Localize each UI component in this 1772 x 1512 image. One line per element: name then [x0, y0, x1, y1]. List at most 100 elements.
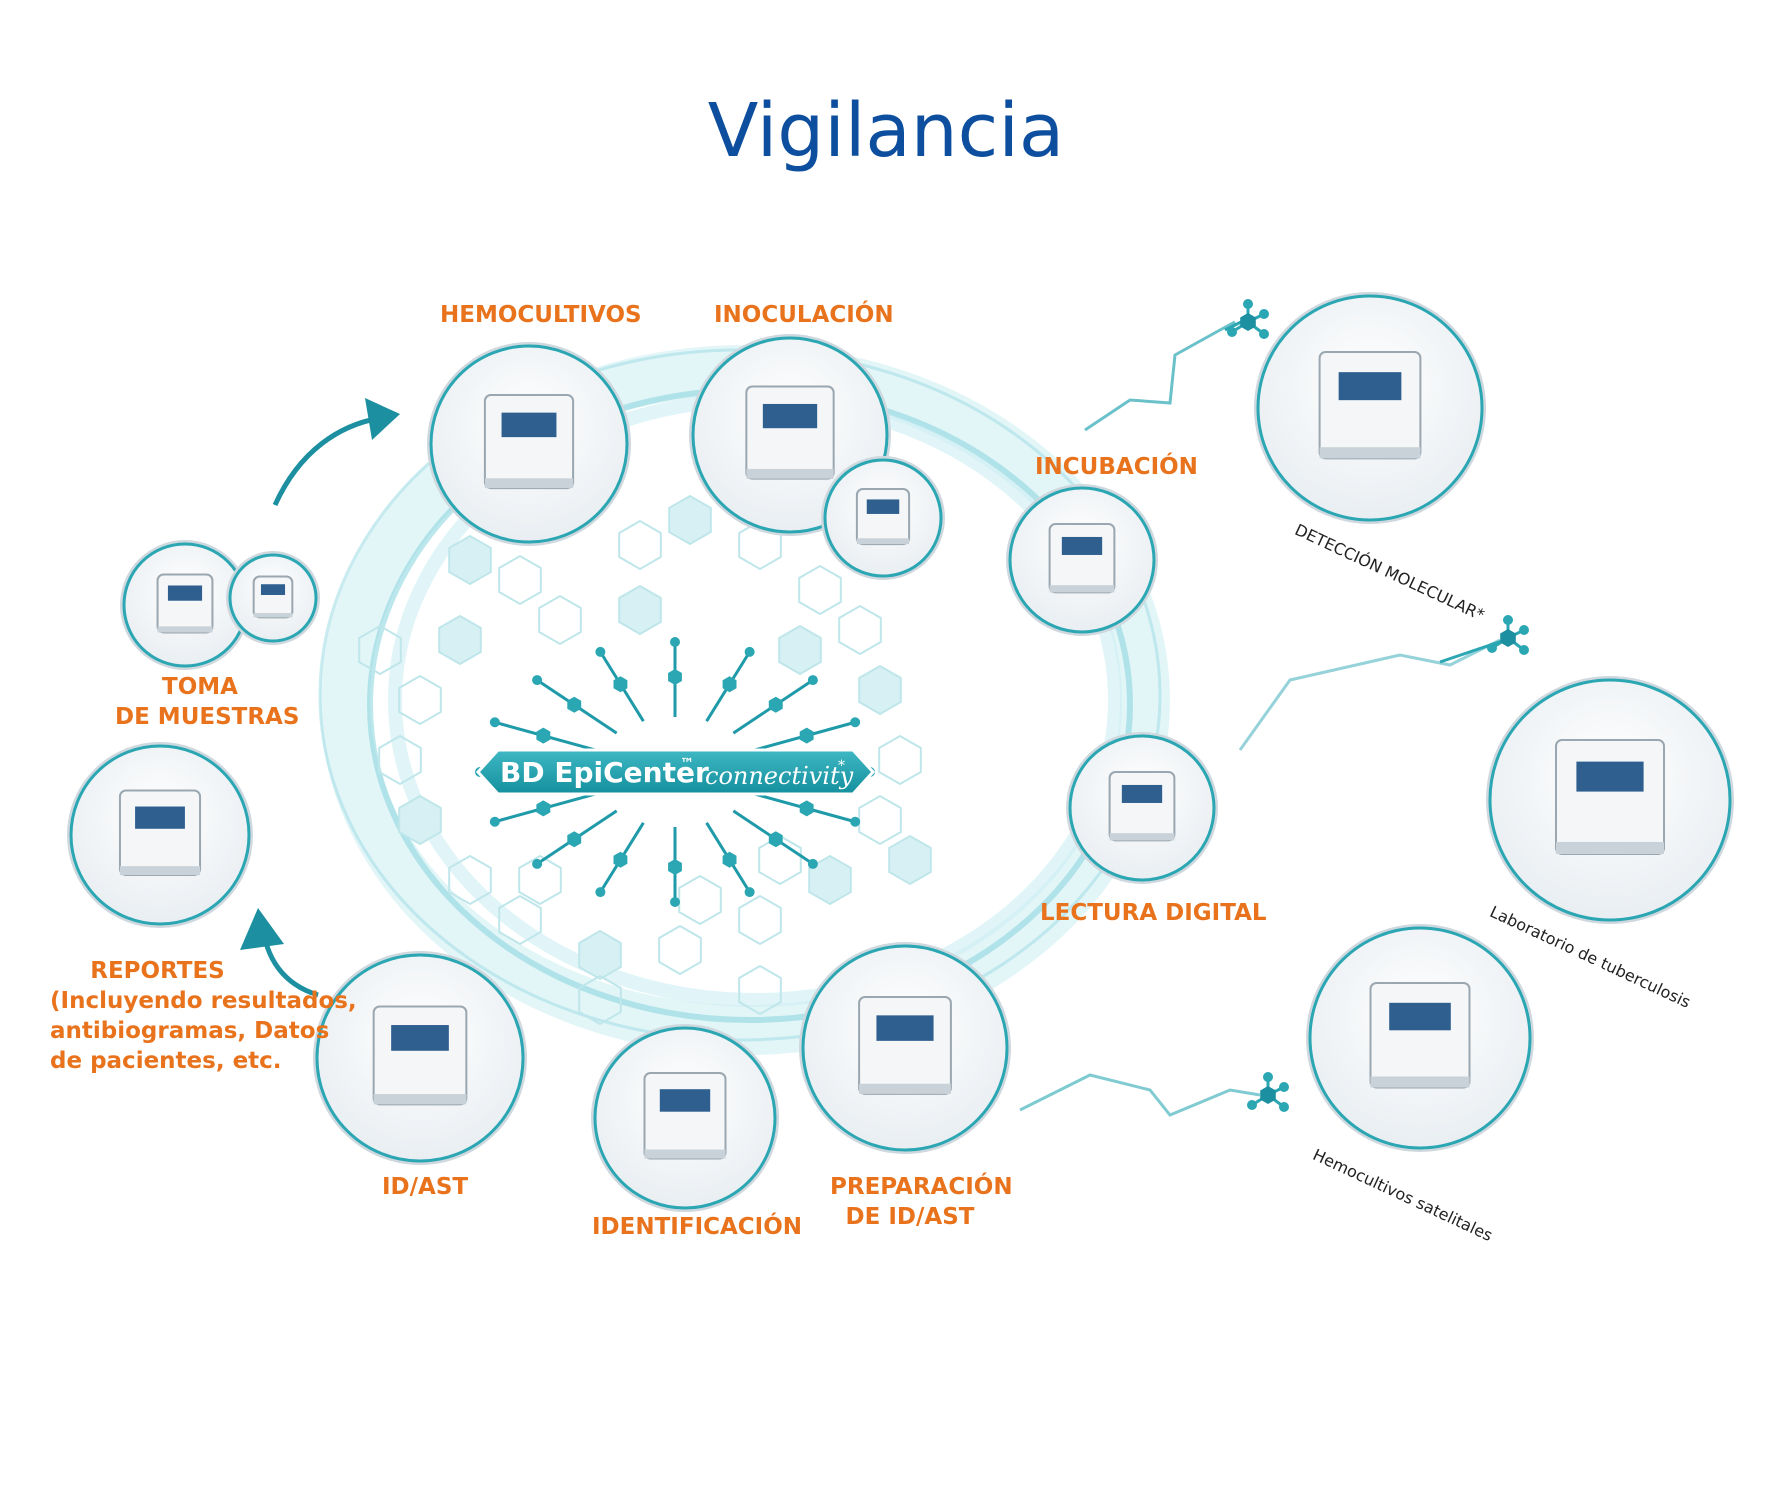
hexagon-shape — [618, 519, 662, 571]
label-toma-de-muestras: TOMA DE MUESTRAS — [115, 672, 300, 732]
satellite-links — [1019, 318, 1506, 1117]
label-lectura-digital: LECTURA DIGITAL — [1040, 900, 1267, 926]
hexagon-shape — [358, 624, 402, 676]
burst-dot — [489, 816, 500, 827]
hexagon-shape — [518, 854, 562, 906]
arrow-to-hemocultivos — [272, 415, 381, 507]
molecule-icons — [1227, 299, 1529, 1112]
burst-dot — [595, 887, 606, 898]
burst-node — [567, 831, 582, 848]
label-identificacion: IDENTIFICACIÓN — [592, 1214, 803, 1240]
hexagon-shape — [888, 834, 932, 886]
burst-dot — [670, 897, 680, 907]
hexagon-shape — [578, 974, 622, 1026]
circle-inoculacion-inset — [821, 456, 945, 580]
hexagon-shape — [378, 734, 422, 786]
burst-node — [567, 696, 582, 713]
hexagon-shape — [738, 894, 782, 946]
burst-dot — [595, 646, 606, 657]
circle-preparacion — [799, 942, 1011, 1154]
hexagon-shape — [448, 854, 492, 906]
hexagon-shape — [808, 854, 852, 906]
label-inoculacion: INOCULACIÓN — [714, 302, 894, 328]
label-reportes-note-3: de pacientes, etc. — [50, 1048, 282, 1074]
molecule-icon — [1227, 299, 1269, 339]
hexagon-shape — [498, 894, 542, 946]
hexagon-shape — [758, 834, 802, 886]
burst-dot — [489, 717, 500, 728]
circle-incubacion — [1006, 484, 1158, 636]
hexagon-shape — [678, 874, 722, 926]
burst-node — [613, 676, 628, 693]
label-reportes: REPORTES (Incluyendo resultados, antibio… — [50, 956, 357, 1076]
hexagon-shape — [738, 964, 782, 1016]
molecule-icon — [1247, 1072, 1289, 1112]
page-title: Vigilancia — [707, 88, 1065, 174]
label-hemocultivos: HEMOCULTIVOS — [440, 302, 642, 328]
hexagon-network — [358, 494, 932, 1026]
burst-node — [768, 696, 783, 713]
burst-node — [799, 727, 814, 744]
burst-node — [722, 851, 737, 868]
burst-node — [613, 851, 628, 868]
hexagon-shape — [398, 674, 442, 726]
circle-identificacion — [591, 1024, 779, 1212]
circle-id-ast — [313, 951, 527, 1165]
hexagon-shape — [578, 929, 622, 981]
hexagon-shape — [858, 794, 902, 846]
hub-tm: ™ — [680, 756, 694, 772]
burst-node — [722, 676, 737, 693]
burst-dot — [744, 646, 755, 657]
label-id-ast: ID/AST — [382, 1174, 469, 1200]
burst-node — [668, 859, 682, 875]
burst-dot — [807, 858, 818, 869]
arrowhead-icon — [365, 398, 400, 440]
hexagon-shape — [778, 624, 822, 676]
hexagon-shape — [668, 494, 712, 546]
burst-node — [536, 727, 551, 744]
hub-name: BD EpiCenter — [500, 756, 709, 789]
burst-dot — [532, 675, 543, 686]
burst-dot — [850, 816, 861, 827]
molecule-icon — [1487, 615, 1529, 655]
burst-dot — [532, 858, 543, 869]
burst-dot — [744, 887, 755, 898]
circle-hemocultivos — [427, 342, 631, 546]
hexagon-shape — [448, 534, 492, 586]
burst-node — [799, 800, 814, 817]
label-reportes-note-1: (Incluyendo resultados, — [50, 988, 357, 1014]
burst-node — [536, 800, 551, 817]
hexagon-shape — [658, 924, 702, 976]
label-preparacion-line2: DE ID/AST — [845, 1204, 975, 1230]
burst-node — [768, 831, 783, 848]
hexagon-shape — [878, 734, 922, 786]
burst-dot — [807, 675, 818, 686]
label-preparacion-line1: PREPARACIÓN — [830, 1174, 1013, 1200]
circle-reportes — [67, 742, 253, 928]
label-toma-line1: TOMA — [162, 674, 238, 700]
hexagon-shape — [398, 794, 442, 846]
circle-tuberculosis — [1486, 676, 1734, 924]
hexagon-shape — [838, 604, 882, 656]
hub-tagline: connectivity — [705, 762, 854, 790]
hexagon-shape — [498, 554, 542, 606]
hexagon-shape — [538, 594, 582, 646]
burst-node — [668, 669, 682, 685]
label-toma-line2: DE MUESTRAS — [115, 704, 300, 730]
hexagon-shape — [618, 584, 662, 636]
arrowhead-icon — [240, 908, 284, 950]
circle-toma-de-muestras — [120, 540, 250, 670]
label-reportes-note-2: antibiogramas, Datos — [50, 1018, 330, 1044]
epicenter-hub: BD EpiCenter ™ connectivity * — [475, 748, 876, 796]
circle-deteccion-molecular — [1254, 292, 1486, 524]
burst-dot — [670, 637, 680, 647]
circle-toma-inset — [226, 551, 320, 645]
hub-star: * — [838, 758, 845, 774]
hexagon-shape — [858, 664, 902, 716]
label-reportes-title: REPORTES — [90, 958, 225, 984]
hexagon-shape — [798, 564, 842, 616]
label-incubacion: INCUBACIÓN — [1035, 454, 1198, 480]
circle-hemocultivos-satelitales — [1306, 924, 1534, 1152]
label-preparacion: PREPARACIÓN DE ID/AST — [830, 1172, 1013, 1232]
burst-dot — [850, 717, 861, 728]
